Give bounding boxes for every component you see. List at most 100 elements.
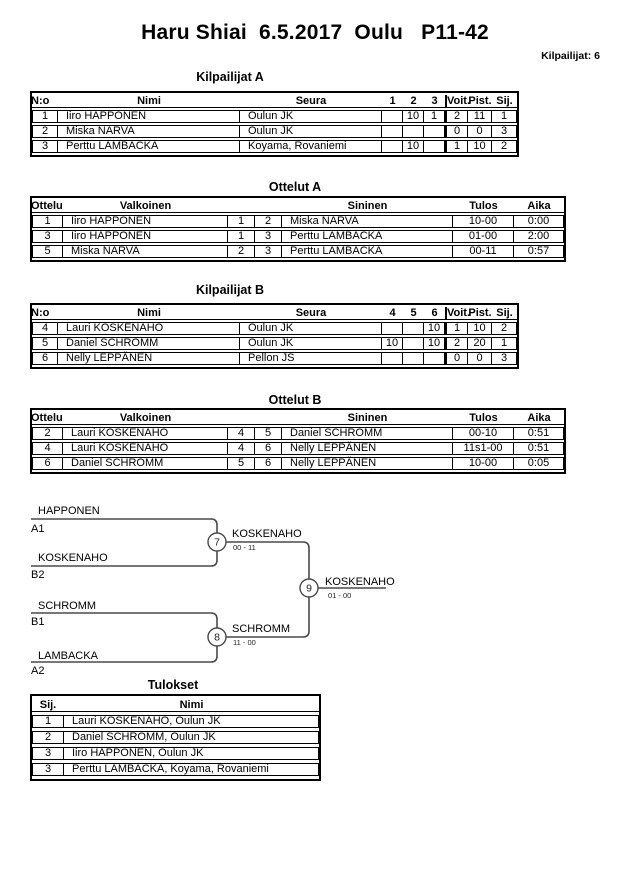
page-title: Haru Shiai 6.5.2017 Oulu P11-42 [141, 21, 489, 44]
cell-wins: 0 [445, 352, 468, 365]
col-result: Tulos [453, 412, 514, 425]
col-white: Valkoinen [63, 412, 228, 425]
cell-points: 0 [468, 352, 492, 365]
col-no: N:o [32, 95, 58, 108]
cell-no: 2 [32, 125, 58, 138]
cell-bno: 3 [255, 230, 282, 243]
cell-time: 0:05 [514, 457, 564, 470]
cell-place: 1 [492, 110, 517, 123]
bracket-slot-name: SCHROMM [38, 600, 96, 612]
cell-place: 3 [32, 747, 64, 760]
cell-no: 3 [32, 140, 58, 153]
cell-time: 0:00 [514, 215, 564, 228]
cell-white: Lauri KOSKENAHO [63, 442, 228, 455]
match-8-number: 8 [214, 632, 220, 644]
cell-name: Daniel SCHROMM, Oulun JK [64, 731, 319, 744]
cell-name: Miska NARVA [58, 125, 240, 138]
cell-bno: 6 [255, 442, 282, 455]
bracket-line-winner-7 [217, 541, 310, 588]
table-row: 2 Miska NARVA Oulun JK 0 0 3 [32, 125, 517, 138]
col-name: Nimi [58, 307, 240, 320]
cell-place: 1 [32, 715, 64, 728]
cell-r3: 1 [424, 110, 445, 123]
col-place: Sij. [32, 699, 64, 712]
header-row: N:o Nimi Seura 1 2 3 Voit. Pist. Sij. [32, 95, 517, 108]
matches-b-table: Ottelu Valkoinen Sininen Tulos Aika 2 La… [30, 408, 566, 474]
cell-time: 0:51 [514, 442, 564, 455]
col-blue: Sininen [282, 412, 453, 425]
col-place: Sij. [492, 95, 517, 108]
cell-white: Lauri KOSKENAHO [63, 427, 228, 440]
table-row: 1 Iiro HAPPONEN Oulun JK 10 1 2 11 1 [32, 110, 517, 123]
cell-r2: 10 [403, 140, 424, 153]
bracket-slot-seed: B2 [31, 569, 44, 581]
col-blue: Sininen [282, 200, 453, 213]
col-match: Ottelu [32, 200, 63, 213]
table-row: 4 Lauri KOSKENAHO Oulun JK 10 1 10 2 [32, 322, 517, 335]
cell-no: 5 [32, 337, 58, 350]
cell-wno: 4 [228, 427, 255, 440]
cell-r1 [382, 322, 403, 335]
table-row: 5 Daniel SCHROMM Oulun JK 10 10 2 20 1 [32, 337, 517, 350]
cell-name: Nelly LEPPÄNEN [58, 352, 240, 365]
cell-name: Perttu LAMBACKA, Koyama, Rovaniemi [64, 763, 319, 776]
table-row: 5 Miska NARVA 2 3 Perttu LAMBACKA 00-11 … [32, 245, 564, 258]
cell-result: 00-10 [453, 427, 514, 440]
cell-points: 10 [468, 322, 492, 335]
cell-bno: 5 [255, 427, 282, 440]
cell-result: 10-00 [453, 215, 514, 228]
cell-white: Iiro HAPPONEN [63, 215, 228, 228]
pool-a-heading: Kilpailijat A [196, 70, 264, 84]
header-row: N:o Nimi Seura 4 5 6 Voit. Pist. Sij. [32, 307, 517, 320]
semifinal-2-winner: SCHROMM [232, 623, 290, 635]
cell-points: 11 [468, 110, 492, 123]
cell-no: 1 [32, 110, 58, 123]
cell-match: 5 [32, 245, 63, 258]
cell-wno: 1 [228, 215, 255, 228]
cell-wno: 4 [228, 442, 255, 455]
results-heading: Tulokset [147, 678, 199, 692]
header-row: Sij. Nimi [32, 699, 319, 712]
cell-club: Oulun JK [240, 125, 382, 138]
cell-r3 [424, 352, 445, 365]
table-row: 3 Iiro HAPPONEN 1 3 Perttu LAMBACKA 01-0… [32, 230, 564, 243]
final-score: 01 - 00 [328, 591, 351, 600]
col-white: Valkoinen [63, 200, 228, 213]
cell-wins: 2 [445, 337, 468, 350]
cell-r3 [424, 125, 445, 138]
cell-time: 0:57 [514, 245, 564, 258]
bracket-slot-seed: A2 [31, 665, 44, 677]
cell-bno: 3 [255, 245, 282, 258]
cell-match: 1 [32, 215, 63, 228]
header-row: Ottelu Valkoinen Sininen Tulos Aika [32, 200, 564, 213]
cell-white: Daniel SCHROMM [63, 457, 228, 470]
col-no: N:o [32, 307, 58, 320]
final-winner: KOSKENAHO [325, 576, 395, 588]
table-row: 3 Perttu LAMBACKA Koyama, Rovaniemi 10 1… [32, 140, 517, 153]
competitor-count: Kilpailijat: 6 [541, 50, 600, 62]
cell-name: Lauri KOSKENAHO [58, 322, 240, 335]
cell-result: 01-00 [453, 230, 514, 243]
cell-r1 [382, 125, 403, 138]
col-wno [228, 412, 255, 425]
cell-result: 10-00 [453, 457, 514, 470]
match-9-number: 9 [306, 583, 312, 595]
cell-r3 [424, 140, 445, 153]
col-name: Nimi [64, 699, 319, 712]
cell-bno: 2 [255, 215, 282, 228]
col-bno [255, 200, 282, 213]
col-points: Pist. [468, 306, 492, 320]
cell-r2 [403, 352, 424, 365]
cell-name: Lauri KOSKENAHO, Oulun JK [64, 715, 319, 728]
cell-match: 3 [32, 230, 63, 243]
cell-r1 [382, 352, 403, 365]
cell-no: 4 [32, 322, 58, 335]
cell-result: 00-11 [453, 245, 514, 258]
match-8-circle [207, 627, 227, 647]
col-result: Tulos [453, 200, 514, 213]
cell-name: Perttu LAMBACKA [58, 140, 240, 153]
matches-a-table: Ottelu Valkoinen Sininen Tulos Aika 1 Ii… [30, 196, 566, 262]
cell-wno: 2 [228, 245, 255, 258]
semifinal-1-winner: KOSKENAHO [232, 528, 302, 540]
cell-blue: Nelly LEPPÄNEN [282, 457, 453, 470]
